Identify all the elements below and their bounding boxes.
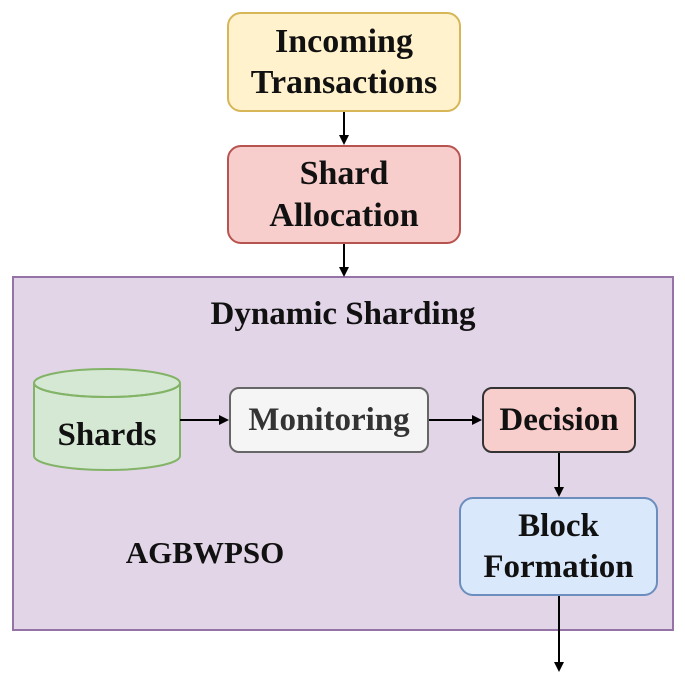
shard-allocation-node: Shard Allocation	[227, 145, 461, 244]
monitoring-node: Monitoring	[229, 387, 429, 453]
shards-label: Shards	[57, 416, 157, 453]
decision-node: Decision	[482, 387, 636, 453]
block-formation-node: Block Formation	[459, 497, 658, 596]
shards-database-icon	[33, 368, 181, 471]
incoming-transactions-node: Incoming Transactions	[227, 12, 461, 112]
algorithm-label: AGBWPSO	[125, 535, 285, 570]
dynamic-sharding-title: Dynamic Sharding	[210, 296, 476, 332]
